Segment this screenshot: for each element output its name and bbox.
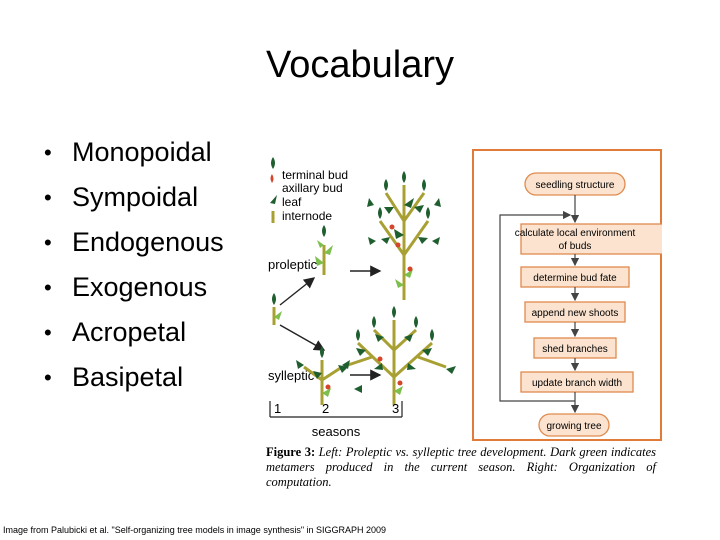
- proleptic-label: proleptic: [268, 257, 318, 272]
- bullet-item: • Exogenous: [44, 265, 224, 310]
- bullet-text: Acropetal: [72, 317, 187, 347]
- bullet-dot-icon: •: [44, 185, 52, 210]
- axillary-bud-icon: [270, 174, 274, 183]
- proleptic-tree: [367, 171, 441, 300]
- seedling-sylleptic: [272, 293, 282, 325]
- legend-leaf: leaf: [282, 195, 302, 209]
- bullet-item: • Sympoidal: [44, 175, 224, 220]
- figure-caption: Figure 3: Left: Proleptic vs. sylleptic …: [266, 445, 656, 490]
- seasons-label: seasons: [312, 424, 361, 439]
- bullet-dot-icon: •: [44, 275, 52, 300]
- sylleptic-tree: [296, 306, 456, 405]
- bullet-dot-icon: •: [44, 140, 52, 165]
- tree-development-figure: terminal bud axillary bud leaf internode…: [268, 149, 662, 441]
- step-determine-bud-fate: determine bud fate: [533, 273, 617, 284]
- image-credit: Image from Palubicki et al. "Self-organi…: [3, 525, 387, 535]
- bullet-item: • Basipetal: [44, 355, 224, 400]
- step-growing-tree: growing tree: [546, 421, 601, 432]
- legend-axillary-bud: axillary bud: [282, 181, 343, 195]
- step-seedling-structure: seedling structure: [536, 180, 615, 191]
- growing-tree-box: [538, 413, 610, 437]
- bullet-text: Endogenous: [72, 227, 224, 257]
- bullet-item: • Endogenous: [44, 220, 224, 265]
- legend-terminal-bud: terminal bud: [282, 168, 348, 182]
- update-branch-width-box: [520, 371, 634, 393]
- step-calculate-environment-2: of buds: [559, 241, 592, 252]
- season-1: 1: [274, 401, 281, 416]
- slide-title: Vocabulary: [265, 44, 454, 86]
- seedling-proleptic: [315, 225, 333, 275]
- terminal-bud-icon: [271, 157, 275, 169]
- arrow-to-proleptic: [279, 277, 316, 306]
- bullet-text: Exogenous: [72, 272, 208, 302]
- bullet-list: • Monopoidal • Sympoidal • Endogenous • Exog…: [44, 130, 224, 400]
- bullet-item: • Acropetal: [44, 310, 224, 355]
- caption-label: Figure 3:: [266, 445, 316, 459]
- bullet-item: • Monopoidal: [44, 130, 224, 175]
- sylleptic-label: sylleptic: [268, 368, 315, 383]
- bullet-text: Monopoidal: [72, 137, 212, 167]
- season-3: 3: [392, 401, 399, 416]
- bullet-text: Basipetal: [72, 362, 184, 392]
- step-update-branch-width: update branch width: [532, 378, 622, 389]
- bullet-text: Sympoidal: [72, 182, 199, 212]
- legend-internode: internode: [282, 209, 332, 223]
- loop-arrow: [499, 210, 575, 402]
- step-shed-branches: shed branches: [542, 344, 608, 355]
- computation-flowchart: seedling structure calculate local envir…: [472, 149, 662, 441]
- bullet-dot-icon: •: [44, 365, 52, 390]
- arrow-to-sylleptic: [279, 324, 326, 351]
- bullet-dot-icon: •: [44, 230, 52, 255]
- bullet-dot-icon: •: [44, 320, 52, 345]
- flowchart-frame: [472, 149, 662, 441]
- season-2: 2: [322, 401, 329, 416]
- leaf-icon: [270, 195, 277, 204]
- legend: terminal bud axillary bud leaf internode: [270, 157, 348, 223]
- step-calculate-environment: calculate local environment: [515, 228, 636, 239]
- seasons-axis: 1 2 3 seasons: [269, 401, 403, 439]
- calculate-environment-box: [520, 223, 662, 255]
- step-append-new-shoots: append new shoots: [532, 308, 619, 319]
- caption-text: Left: Proleptic vs. sylleptic tree devel…: [266, 445, 656, 489]
